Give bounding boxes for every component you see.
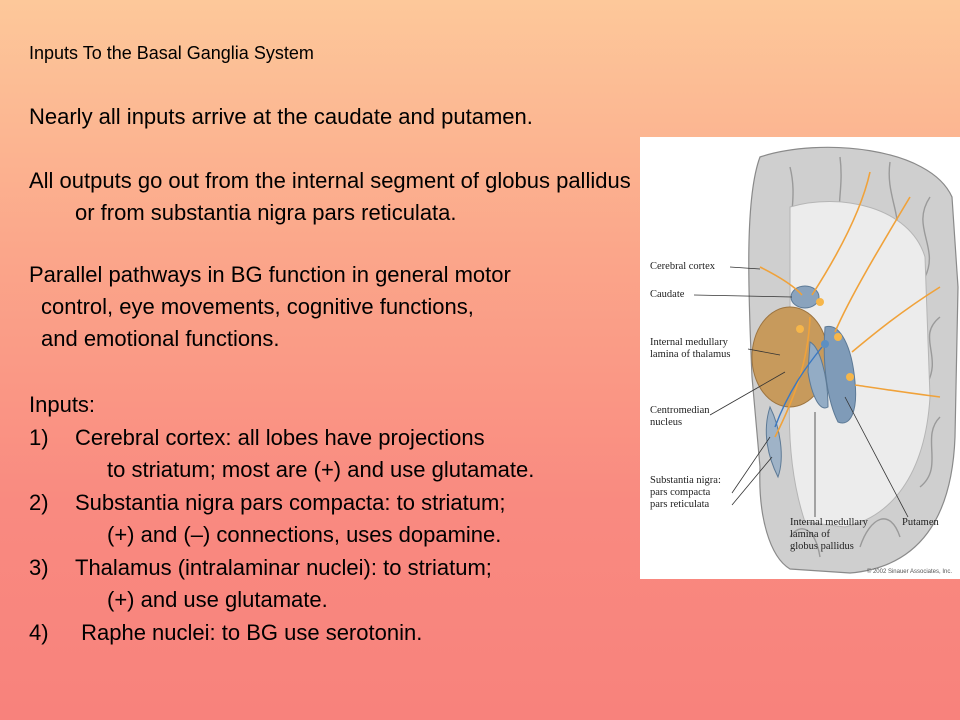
list-continuation: (+) and (–) connections, uses dopamine. bbox=[107, 522, 502, 547]
paragraph-outputs: All outputs go out from the internal seg… bbox=[29, 165, 631, 229]
label-caudate: Caudate bbox=[650, 289, 685, 300]
list-item: 2) Substantia nigra pars compacta: to str… bbox=[29, 487, 534, 520]
paragraph-line: and emotional functions. bbox=[41, 326, 280, 351]
leader-lines bbox=[693, 266, 909, 518]
list-item: 4) Raphe nuclei: to BG use serotonin. bbox=[29, 617, 534, 650]
plus-marker bbox=[796, 325, 804, 333]
list-number: 4) bbox=[29, 619, 49, 645]
plus-marker bbox=[816, 298, 824, 306]
paragraph-parallel-pathways: Parallel pathways in BG function in gene… bbox=[29, 259, 511, 355]
list-item: 3) Thalamus (intralaminar nuclei): to str… bbox=[29, 552, 534, 585]
putamen-shape bbox=[823, 325, 857, 424]
list-number: 2) bbox=[29, 489, 49, 515]
white-matter bbox=[788, 201, 931, 528]
brain-illustration bbox=[693, 146, 959, 574]
plus-marker bbox=[834, 333, 842, 341]
copyright-notice: © 2002 Sinauer Associates, Inc. bbox=[866, 569, 952, 575]
list-text: Thalamus (intralaminar nuclei): to stria… bbox=[75, 554, 492, 580]
paragraph-line: All outputs go out from the internal seg… bbox=[29, 168, 631, 193]
substantia-nigra-shape bbox=[765, 405, 782, 479]
minus-marker bbox=[821, 340, 829, 348]
slide-title: Inputs To the Basal Ganglia System bbox=[29, 43, 314, 63]
nigrostriatal-pathway bbox=[774, 346, 823, 428]
plus-marker bbox=[846, 373, 854, 381]
brain-section-figure: Cerebral cortex Caudate Internal medulla… bbox=[640, 137, 960, 579]
paragraph-line: control, eye movements, cognitive functi… bbox=[41, 294, 474, 319]
list-item: 1) Cerebral cortex: all lobes have projec… bbox=[29, 422, 534, 455]
paragraph-line: Parallel pathways in BG function in gene… bbox=[29, 262, 511, 287]
list-number: 3) bbox=[29, 554, 49, 580]
list-text: Cerebral cortex: all lobes have projecti… bbox=[75, 424, 485, 450]
list-text: Substantia nigra pars compacta: to stria… bbox=[75, 489, 506, 515]
paragraph-line: or from substantia nigra pars reticulata… bbox=[75, 200, 457, 225]
inputs-list: Inputs: 1) Cerebral cortex: all lobes hav… bbox=[29, 389, 534, 649]
cortical-pathways bbox=[759, 171, 941, 438]
paragraph-inputs-arrive: Nearly all inputs arrive at the caudate … bbox=[29, 101, 533, 133]
list-number: 1) bbox=[29, 424, 49, 450]
paragraph-line: Nearly all inputs arrive at the caudate … bbox=[29, 104, 533, 129]
inputs-heading: Inputs: bbox=[29, 392, 96, 417]
label-putamen: Putamen bbox=[902, 517, 939, 528]
list-continuation: (+) and use glutamate. bbox=[107, 587, 328, 612]
list-continuation: to striatum; most are (+) and use glutam… bbox=[107, 457, 535, 482]
list-text: Raphe nuclei: to BG use serotonin. bbox=[75, 619, 423, 645]
label-cerebral-cortex: Cerebral cortex bbox=[650, 261, 716, 272]
